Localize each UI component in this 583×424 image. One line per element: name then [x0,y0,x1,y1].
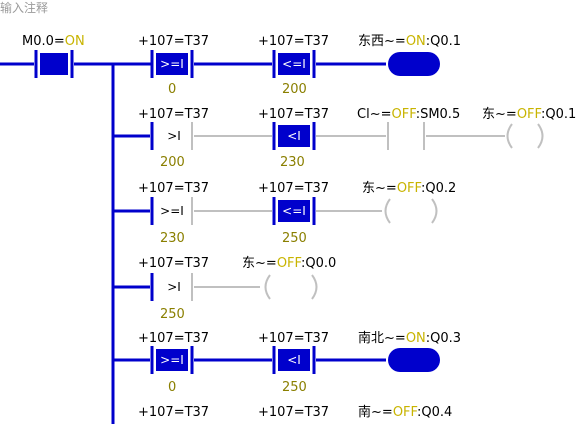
r0-cmp1[interactable]: >=I [150,50,194,78]
r0-cmp1-op: >=I [160,57,184,71]
title: 输入注释 [0,0,48,15]
r1-cmp1[interactable]: >I [150,122,193,150]
r3-coil[interactable] [264,274,318,300]
r1-cmp2-op: <I [287,129,301,143]
r1-cmp1-param: +107=T37 [138,107,209,122]
r2-cmp1-op: >=I [160,204,184,218]
r0-coil[interactable] [388,52,440,76]
r3-cmp1[interactable]: >I [150,273,193,301]
r2-cmp2[interactable]: <=I [272,197,316,225]
r0-cmp1-val: 0 [168,82,176,97]
r3-cmp1-param: +107=T37 [138,256,209,271]
r2-cmp1-val: 230 [160,231,185,246]
r4-cmp1[interactable]: >=I [150,346,194,374]
contact-m0[interactable] [34,50,74,78]
r0-cmp2-op: <=I [282,57,306,71]
r0-cmp1-param: +107=T37 [138,34,209,49]
r1-cmp2-param: +107=T37 [258,107,329,122]
r1-cmp2[interactable]: <I [272,122,316,150]
r4-cmp2-param: +107=T37 [258,331,329,346]
r5-coil-label: 南~=OFF:Q0.4 [358,404,452,420]
r4-coil[interactable] [388,348,440,372]
r4-coil-label: 南北~=ON:Q0.3 [358,330,461,346]
r2-cmp1[interactable]: >=I [150,197,193,225]
r2-cmp1-param: +107=T37 [138,181,209,196]
r4-cmp2-val: 250 [282,380,307,395]
r4-cmp2-op: <I [287,353,301,367]
r4-cmp2[interactable]: <I [272,346,316,374]
r1-cmp1-op: >I [167,129,181,143]
r1-coil-label: 东~=OFF:Q0.1 [482,107,576,122]
r2-cmp2-val: 250 [282,231,307,246]
r1-cmp1-val: 200 [160,155,185,170]
r3-cmp1-op: >I [167,280,181,294]
r1-cmp2-val: 230 [280,155,305,170]
r5-cmp2-param: +107=T37 [258,405,329,420]
r0-cmp2[interactable]: <=I [272,50,316,78]
r1-coil[interactable] [506,123,544,149]
r2-cmp2-op: <=I [282,204,306,218]
r0-cmp2-param: +107=T37 [258,34,329,49]
r3-coil-label: 东~=OFF:Q0.0 [242,256,336,271]
r2-coil[interactable] [384,198,438,224]
r5-cmp1-param: +107=T37 [138,405,209,420]
contact-m0-label: M0.0=ON [22,34,85,49]
r2-cmp2-param: +107=T37 [258,181,329,196]
r0-cmp2-val: 200 [282,82,307,97]
r1-extra-contact[interactable] [387,122,425,150]
r1-extra-label: Cl~=OFF:SM0.5 [357,107,460,122]
r4-cmp1-val: 0 [168,380,176,395]
r4-cmp1-param: +107=T37 [138,331,209,346]
r2-coil-label: 东~=OFF:Q0.2 [362,181,456,196]
r4-cmp1-op: >=I [160,353,184,367]
r3-cmp1-val: 250 [160,307,185,322]
r0-coil-label: 东西~=ON:Q0.1 [358,34,461,49]
